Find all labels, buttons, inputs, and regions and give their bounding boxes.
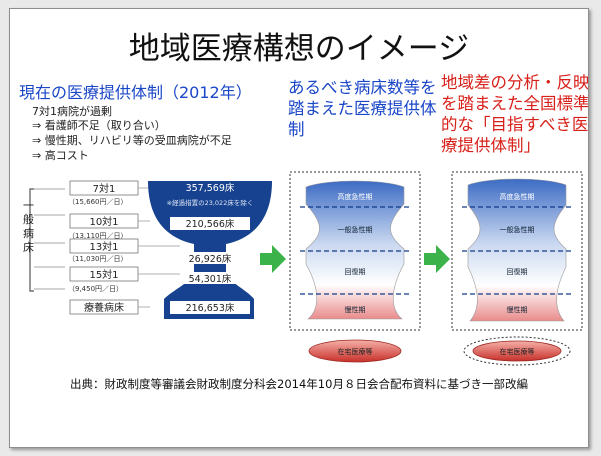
target-system-heading: 地域差の分析・反映を踏まえた全国標準的な「目指すべき医療提供体制」: [441, 73, 589, 155]
level-label: 13対1: [89, 240, 118, 253]
arrow-right-icon: [260, 245, 286, 273]
beds-ryoyo: 216,653床: [186, 302, 235, 314]
level-7-1: 7対1 （15,660円／日）: [68, 180, 139, 206]
beds-13-1: 26,926床: [189, 253, 232, 265]
needed-system-heading: あるべき病床数等を踏まえた医療提供体制: [288, 78, 437, 139]
function-label: 高度急性期: [500, 192, 535, 201]
general-beds-label-4: 床: [23, 240, 34, 254]
function-label: 高度急性期: [338, 192, 373, 201]
general-beds-label-3: 病: [23, 226, 34, 240]
level-price: （9,450円／日）: [68, 285, 123, 293]
target-system-panel: 高度急性期 一般急性期 回復期 慢性期 在宅医療等: [451, 171, 583, 366]
function-label: 一般急性期: [338, 225, 373, 234]
function-label: 一般急性期: [500, 225, 535, 234]
general-beds-label-2: 般: [23, 213, 34, 226]
level-ryoyo: 療養病床: [69, 299, 139, 315]
general-beds-label-1: 一: [23, 199, 34, 212]
slide-title: 地域医療構想のイメージ: [128, 31, 470, 67]
general-beds-bracket: [29, 188, 65, 292]
function-label: 慢性期: [507, 305, 528, 314]
level-15-1: 15対1 （9,450円／日）: [68, 266, 139, 293]
level-label: 10対1: [89, 215, 118, 228]
bullet-4: ⇒ 高コスト: [32, 149, 89, 162]
level-price: （11,030円／日）: [68, 255, 128, 263]
function-label: 回復期: [345, 267, 366, 276]
beds-7-1: 357,569床: [186, 182, 235, 194]
level-13-1: 13対1 （11,030円／日）: [68, 238, 139, 263]
function-label: 在宅医療等: [500, 347, 535, 356]
bullet-1: 7対1病院が過剰: [32, 105, 112, 118]
level-price: （13,110円／日）: [68, 232, 128, 240]
function-label: 在宅医療等: [338, 347, 373, 356]
function-label: 慢性期: [345, 305, 366, 314]
level-label: 15対1: [89, 268, 118, 281]
beds-15-1: 54,301床: [189, 273, 232, 285]
bullet-3: ⇒ 慢性期、リハビリ等の受皿病院が不足: [32, 134, 232, 147]
current-system-heading: 現在の医療提供体制（2012年）: [19, 83, 252, 102]
level-10-1: 10対1 （13,110円／日）: [68, 213, 139, 240]
beds-diagram: 一 般 病 床 7対1 （15,660円／日） 10対1 （13,110円／日）…: [23, 171, 583, 366]
level-label: 療養病床: [84, 301, 124, 314]
function-label: 回復期: [507, 267, 528, 276]
source-note: 出典：財政制度等審議会財政制度分科会2014年10月８日会合配布資料に基づき一部…: [70, 377, 528, 391]
needed-system-panel: 高度急性期 一般急性期 回復期 慢性期 在宅医療等: [289, 171, 421, 363]
level-label: 7対1: [93, 182, 116, 195]
arrow-right-icon: [424, 245, 450, 273]
beds-10-1: 210,566床: [186, 218, 235, 230]
current-beds-goblet: 357,569床 ※経過措置の23,022床を除く 210,566床 26,92…: [148, 181, 272, 319]
transitional-note: ※経過措置の23,022床を除く: [167, 198, 254, 207]
bullet-2: ⇒ 看護師不足（取り合い）: [32, 119, 166, 132]
level-price: （15,660円／日）: [68, 198, 128, 206]
slide: 地域医療構想のイメージ 現在の医療提供体制（2012年） 7対1病院が過剰 ⇒ …: [9, 8, 589, 448]
